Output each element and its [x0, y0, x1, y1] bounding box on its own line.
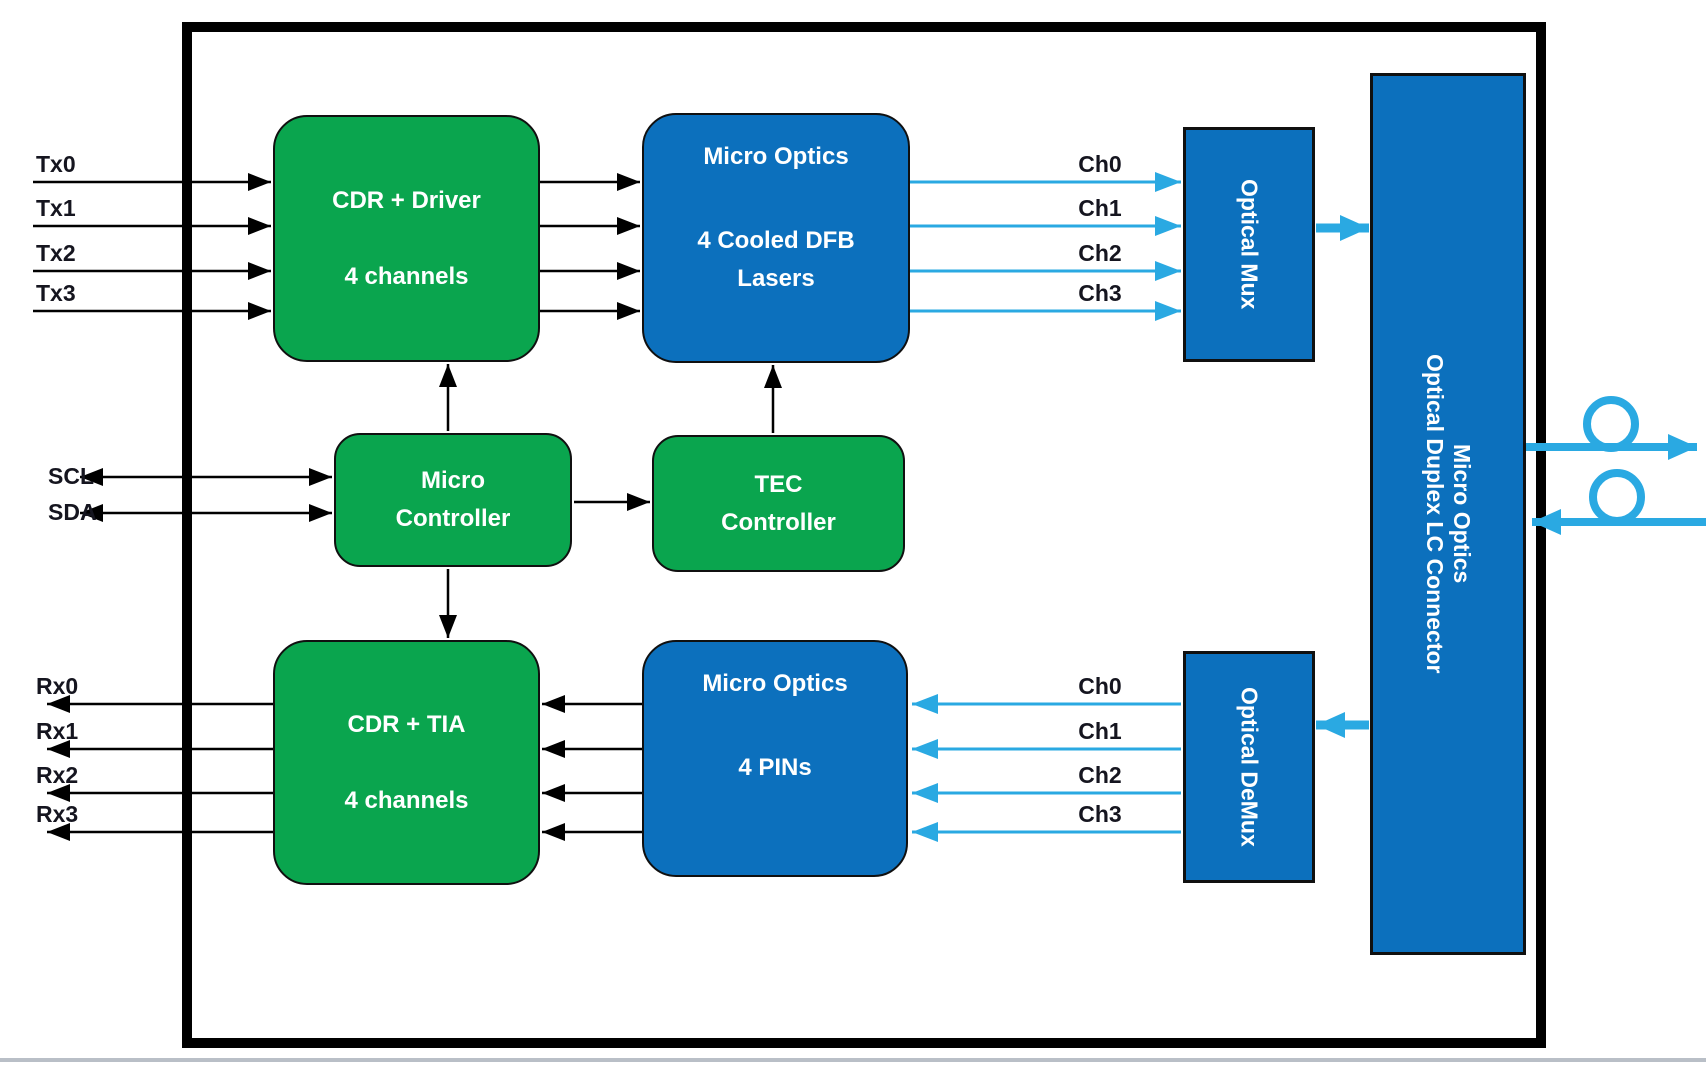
fiber-out-loop-icon [1583, 396, 1639, 452]
tx3-label: Tx3 [36, 280, 76, 306]
tec-controller-block: TEC Controller [652, 435, 905, 572]
ch2-tx-label: Ch2 [1078, 240, 1122, 266]
micro-controller-block: Micro Controller [334, 433, 572, 567]
ch1-tx-label: Ch1 [1078, 195, 1122, 221]
page-divider-line [0, 1058, 1706, 1062]
lc-connector-line2: Optical Duplex LC Connector [1422, 354, 1448, 674]
cdr-tia-block: CDR + TIA 4 channels [273, 640, 540, 885]
fiber-in-loop-icon [1589, 469, 1645, 525]
micro-controller-line1: Micro [420, 467, 485, 494]
ch3-rx-label: Ch3 [1078, 801, 1122, 827]
ch0-rx-label: Ch0 [1078, 673, 1122, 699]
ch0-tx-label: Ch0 [1078, 151, 1122, 177]
cdr-tia-subtitle: 4 channels [344, 786, 469, 814]
cdr-driver-block: CDR + Driver 4 channels [273, 115, 540, 362]
rx2-label: Rx2 [36, 762, 79, 788]
cdr-driver-title: CDR + Driver [332, 186, 481, 214]
ch3-tx-label: Ch3 [1078, 280, 1122, 306]
optical-demux-block: Optical DeMux [1183, 651, 1315, 883]
micro-controller-line2: Controller [395, 505, 511, 532]
optical-mux-label: Optical Mux [1236, 179, 1263, 310]
rx0-label: Rx0 [36, 673, 79, 699]
micro-optics-tx-block: Micro Optics 4 Cooled DFB Lasers [642, 113, 910, 363]
micro-optics-rx-line2: 4 PINs [738, 754, 812, 781]
lc-connector-text: Micro Optics Optical Duplex LC Connector [1421, 354, 1475, 673]
lc-connector-line1: Micro Optics [1449, 444, 1475, 584]
lc-connector-block: Micro Optics Optical Duplex LC Connector [1370, 73, 1526, 955]
scl-label: SCL [48, 463, 94, 489]
module-boundary [182, 22, 1546, 1048]
optical-demux-label: Optical DeMux [1236, 687, 1263, 847]
sda-label: SDA [48, 499, 97, 525]
tx0-label: Tx0 [36, 151, 76, 177]
micro-optics-tx-line3: Lasers [737, 265, 815, 292]
rx3-label: Rx3 [36, 801, 79, 827]
micro-optics-rx-title: Micro Optics [702, 670, 848, 697]
tec-controller-line1: TEC [754, 470, 803, 498]
cdr-tia-title: CDR + TIA [347, 710, 466, 738]
optical-mux-block: Optical Mux [1183, 127, 1315, 362]
cdr-driver-subtitle: 4 channels [344, 262, 469, 290]
micro-optics-rx-block: Micro Optics 4 PINs [642, 640, 908, 877]
micro-optics-tx-line2: 4 Cooled DFB [697, 227, 855, 254]
ch2-rx-label: Ch2 [1078, 762, 1122, 788]
tec-controller-line2: Controller [721, 508, 836, 536]
micro-optics-tx-title: Micro Optics [703, 143, 849, 170]
tx2-label: Tx2 [36, 240, 76, 266]
ch1-rx-label: Ch1 [1078, 718, 1122, 744]
tx1-label: Tx1 [36, 195, 76, 221]
rx1-label: Rx1 [36, 718, 79, 744]
